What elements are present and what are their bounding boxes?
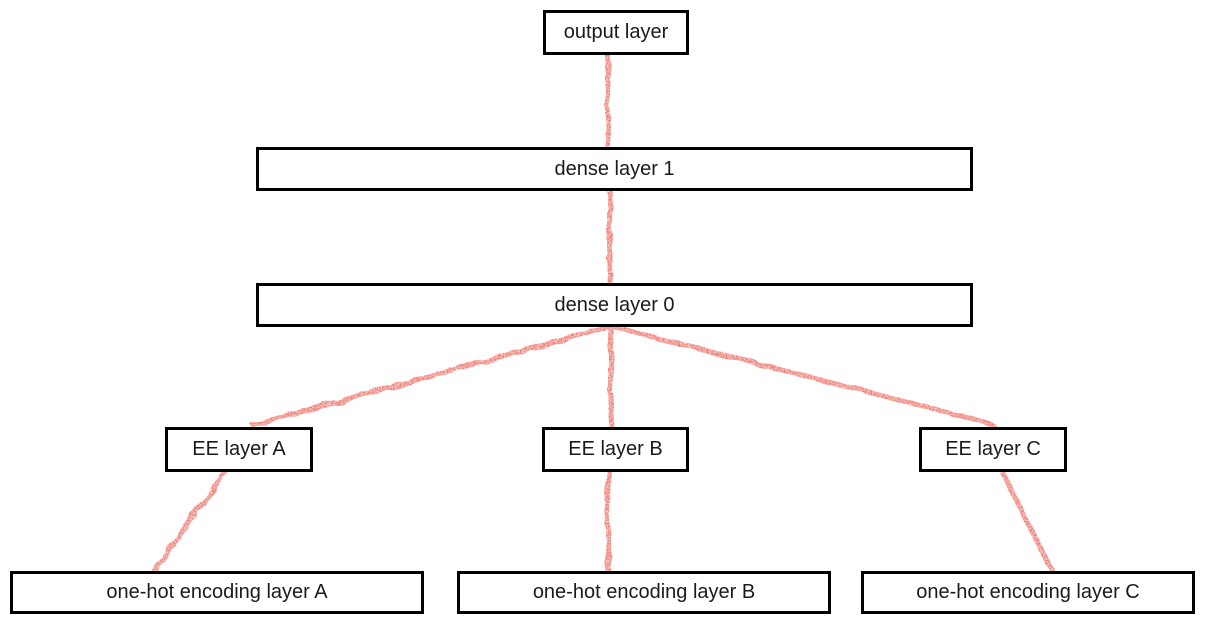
node-one-hot-encoding-layer-c: one-hot encoding layer C (861, 571, 1195, 614)
node-output-layer: output layer (543, 10, 689, 55)
node-one-hot-encoding-layer-b: one-hot encoding layer B (457, 571, 831, 614)
edge-dense0-eeC (608, 323, 995, 427)
node-ee-layer-a: EE layer A (165, 427, 313, 472)
node-ee-layer-c: EE layer C (919, 427, 1067, 472)
edge-dense0-eeA (250, 323, 614, 428)
node-ee-layer-b: EE layer B (542, 427, 689, 472)
node-dense-layer-1: dense layer 1 (256, 147, 973, 191)
node-one-hot-encoding-layer-a: one-hot encoding layer A (10, 571, 424, 614)
edge-eeA-onehotA (151, 468, 229, 573)
edge-eeC-onehotC (999, 469, 1055, 573)
node-dense-layer-0: dense layer 0 (256, 283, 973, 327)
